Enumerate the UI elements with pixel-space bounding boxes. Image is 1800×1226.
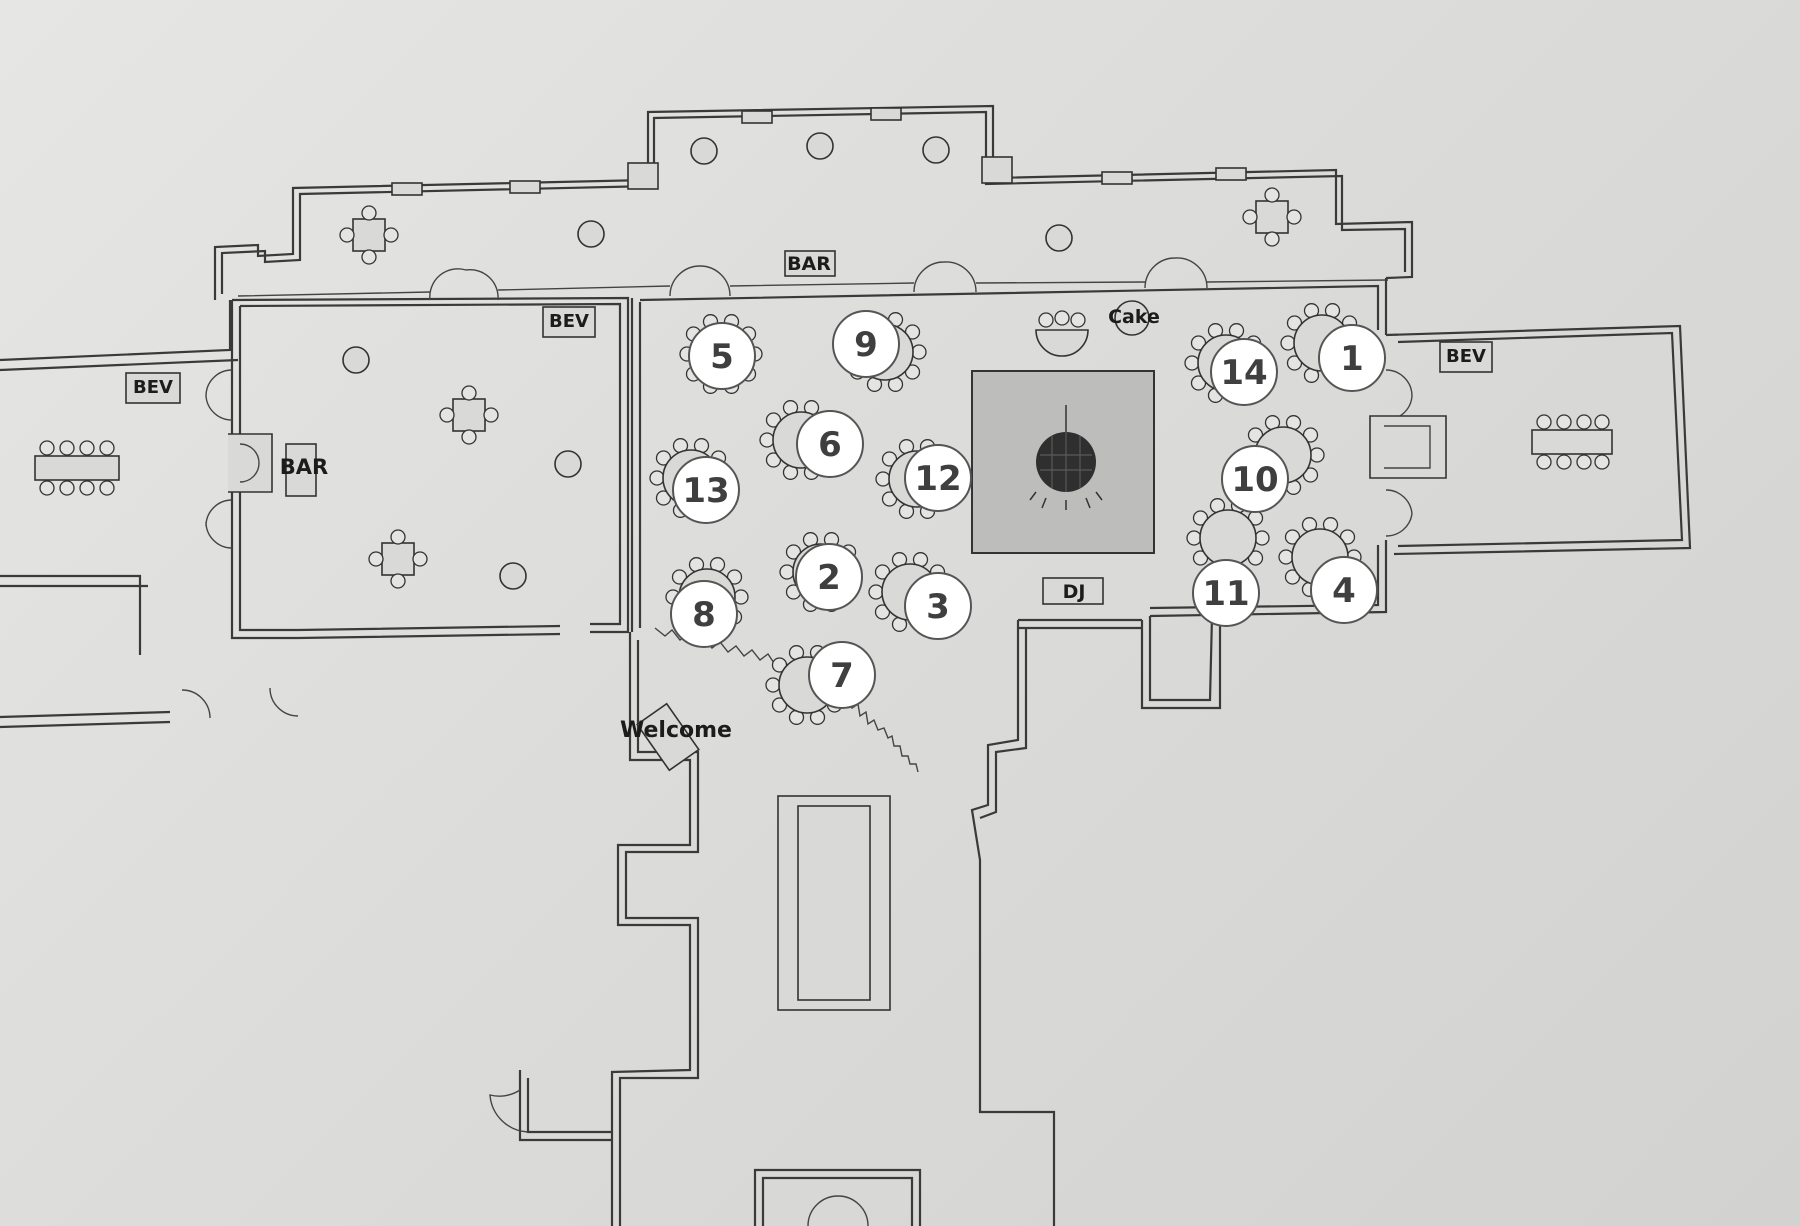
badge-circle (796, 410, 864, 478)
table-number: 4 (1332, 571, 1356, 611)
table-number-badge[interactable]: 13 (672, 456, 740, 524)
bar-label-top: BAR (787, 253, 831, 275)
chair (911, 344, 927, 360)
dance-floor (971, 370, 1155, 605)
cocktail-tables (342, 132, 1073, 590)
badge-circle (1310, 556, 1378, 624)
long-tables (34, 414, 1613, 496)
table-number-badge[interactable]: 9 (832, 310, 900, 378)
badge-circle (795, 543, 863, 611)
bev-label-left: BEV (133, 377, 173, 398)
table-number-badge[interactable]: 7 (808, 641, 876, 709)
chair (733, 589, 749, 605)
table-number-badge[interactable]: 3 (904, 572, 972, 640)
table-number-badge[interactable]: 6 (796, 410, 864, 478)
table-number-badge[interactable]: 14 (1210, 338, 1278, 406)
square-tables (339, 187, 1302, 589)
cake-table (1035, 300, 1150, 357)
chair (1278, 549, 1294, 565)
table-number: 5 (710, 337, 734, 377)
chair (779, 564, 795, 580)
badge-circle (904, 572, 972, 640)
building-walls (0, 104, 1692, 1226)
table-number: 3 (926, 587, 950, 627)
bar-label-left: BAR (280, 455, 328, 479)
bev-label-right: BEV (1446, 346, 1486, 367)
table-number-badge[interactable]: 10 (1221, 445, 1289, 513)
chair (759, 432, 775, 448)
badge-circle (832, 310, 900, 378)
table-number-badge[interactable]: 5 (688, 322, 756, 390)
badge-circle (808, 641, 876, 709)
badge-circle (1210, 338, 1278, 406)
terrace-piers (391, 107, 1247, 196)
bar-fixtures (228, 415, 1447, 772)
chair (868, 584, 884, 600)
welcome-label: Welcome (620, 718, 732, 743)
table-number: 8 (692, 595, 716, 635)
badge-circle (670, 580, 738, 648)
table-top (1199, 509, 1257, 567)
table-number-badge[interactable]: 8 (670, 580, 738, 648)
table-number-badge[interactable]: 2 (795, 543, 863, 611)
chair (649, 470, 665, 486)
table-number: 13 (682, 471, 729, 511)
chair (1184, 355, 1200, 371)
bev-label-center: BEV (549, 311, 589, 332)
cake-label: Cake (1108, 306, 1160, 328)
badge-circle (1221, 445, 1289, 513)
badge-circle (688, 322, 756, 390)
badge-circle (672, 456, 740, 524)
table-number: 11 (1202, 574, 1249, 614)
chair (1186, 530, 1202, 546)
chair (1309, 447, 1325, 463)
table-number: 14 (1220, 353, 1267, 393)
table-number: 1 (1340, 339, 1364, 379)
table-number-badge[interactable]: 1 (1318, 324, 1386, 392)
chair (1254, 530, 1270, 546)
dj-label: DJ (1063, 581, 1086, 603)
table-number: 7 (830, 656, 854, 696)
table-number-badge[interactable]: 12 (904, 444, 972, 512)
bev-boxes (125, 250, 1493, 404)
disco-ball-icon (1029, 432, 1103, 510)
table-number: 6 (818, 425, 842, 465)
badge-circle (904, 444, 972, 512)
table-number-badge[interactable]: 11 (1192, 559, 1260, 627)
badge-circle (1192, 559, 1260, 627)
table-number: 12 (914, 459, 961, 499)
chair (765, 677, 781, 693)
chair (1280, 335, 1296, 351)
table-number: 2 (817, 558, 841, 598)
table-number: 10 (1231, 460, 1278, 500)
chair (875, 471, 891, 487)
badge-circle (1318, 324, 1386, 392)
table-number-badge[interactable]: 4 (1310, 556, 1378, 624)
table-number: 9 (854, 325, 878, 365)
